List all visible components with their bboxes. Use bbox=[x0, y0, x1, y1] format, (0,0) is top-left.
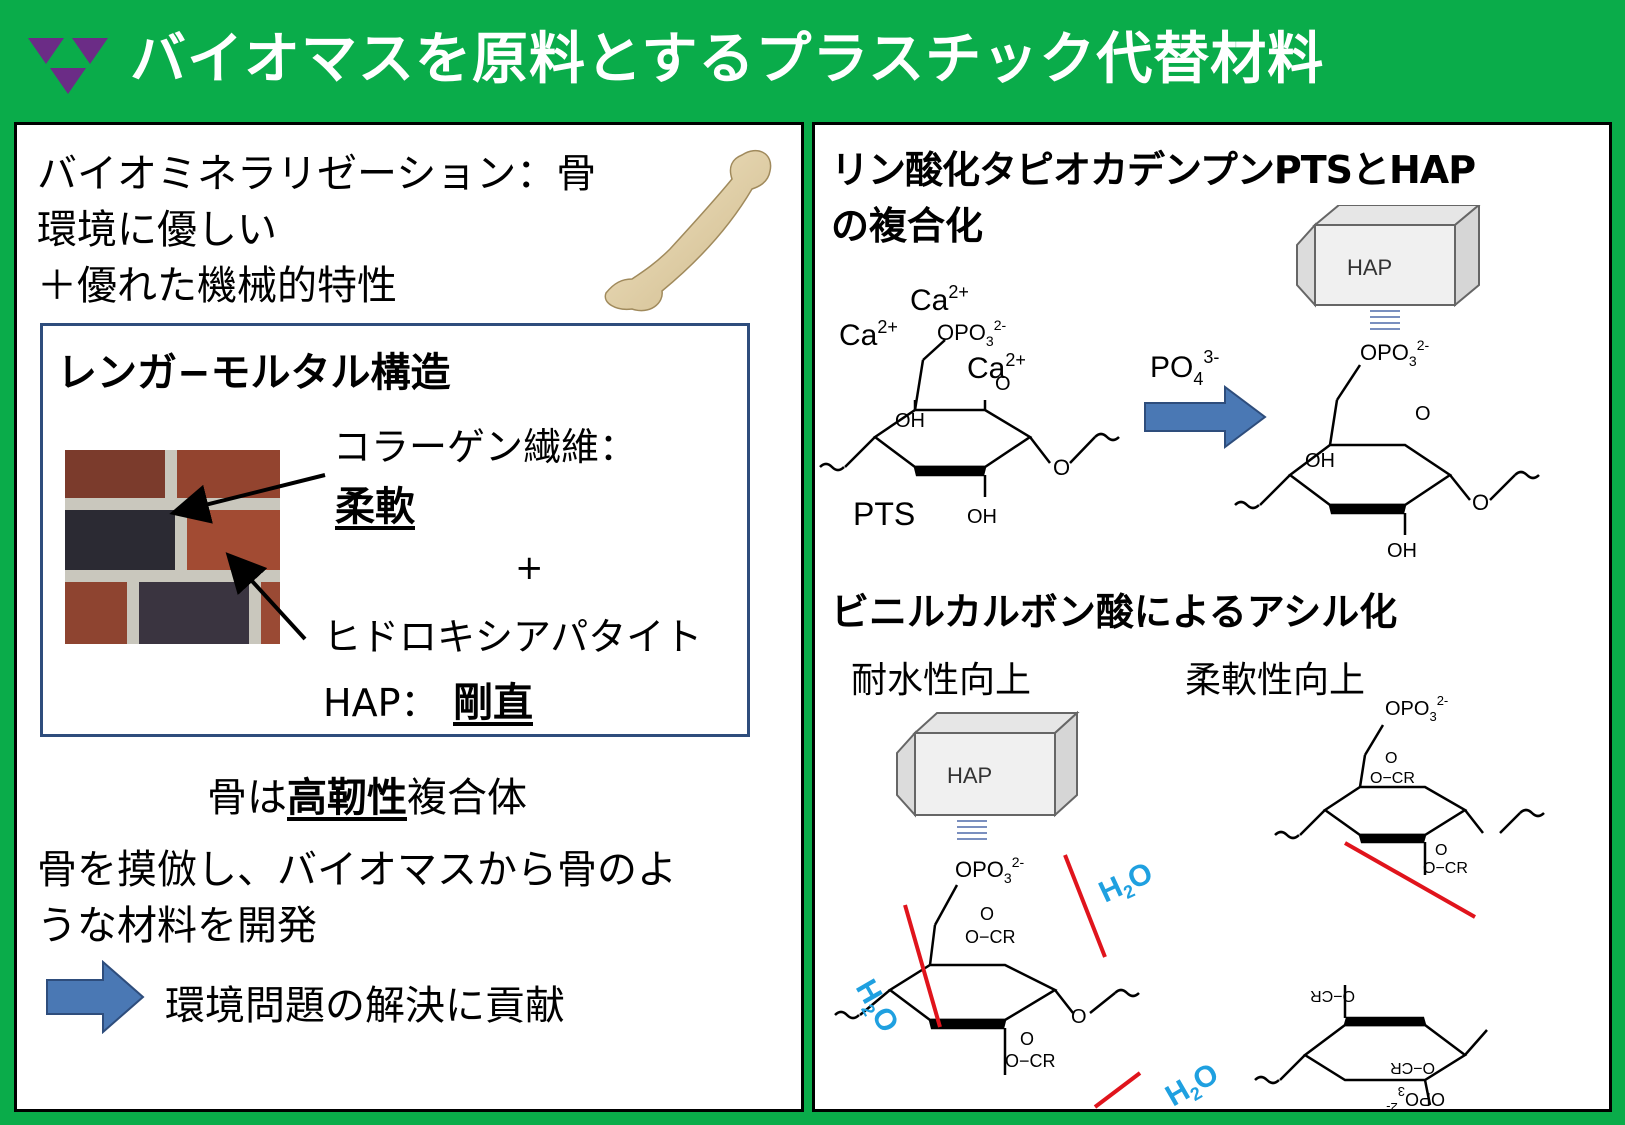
brick-photo bbox=[65, 450, 280, 644]
h2o-3: H2O bbox=[1160, 1057, 1226, 1115]
cr-1: O−CR bbox=[965, 927, 1016, 947]
co-2: O bbox=[1020, 1029, 1034, 1049]
oh-1b: OH bbox=[967, 506, 997, 528]
right-heading-1: リン酸化タピオカデンプンPTSとHAP bbox=[831, 148, 1476, 192]
po4-label: PO43- bbox=[1150, 347, 1219, 389]
left-panel: バイオミネラリゼーション：骨 環境に優しい ＋優れた機械的特性 レンガ−モルタル… bbox=[14, 122, 804, 1112]
oh-1a: OH bbox=[895, 410, 925, 432]
oh-2b: OH bbox=[1387, 540, 1417, 562]
arrow-right-icon bbox=[46, 960, 145, 1034]
pointer-arrows bbox=[169, 473, 326, 641]
glyco-o-3: O bbox=[1071, 1006, 1087, 1028]
ca-top: Ca2+ bbox=[910, 282, 969, 317]
co-1: O bbox=[980, 904, 994, 924]
ring-o-2: O bbox=[1415, 403, 1431, 425]
hap-label: HAP： bbox=[323, 681, 439, 725]
oh-2a: OH bbox=[1305, 450, 1335, 472]
intro-line-2: 環境に優しい bbox=[37, 207, 277, 253]
hap-property: 剛直 bbox=[453, 680, 533, 726]
cr-2: O−CR bbox=[1005, 1051, 1056, 1071]
co-4: O bbox=[1435, 842, 1447, 859]
co-3: O bbox=[1385, 750, 1397, 767]
cr-3: O−CR bbox=[1370, 770, 1415, 787]
page-title: バイオマスを原料とするプラスチック代替材料 bbox=[130, 27, 1325, 92]
cr-5: O−CR bbox=[1310, 987, 1355, 1004]
collagen-property: 柔軟 bbox=[335, 484, 415, 530]
result-text: 環境問題の解決に貢献 bbox=[165, 983, 565, 1029]
opo3-3: OPO32- bbox=[955, 854, 1024, 886]
hap-crystal-label-2: HAP bbox=[947, 763, 992, 788]
bone-composite: 骨は高靭性複合体 bbox=[207, 775, 527, 821]
flexibility-label: 柔軟性向上 bbox=[1185, 660, 1366, 701]
mimic-line-1: 骨を摸倣し、バイオマスから骨のよ bbox=[37, 847, 677, 893]
acylation-scheme: HAP OPO32- O−CR O O−CR O O bbox=[834, 695, 1545, 1115]
pts-hap-scheme: O O OH OH OPO32- Ca2+ Ca2+ Ca2+ PTS PO43… bbox=[819, 205, 1540, 562]
opo3-2: OPO32- bbox=[1360, 337, 1429, 369]
bone-image bbox=[604, 150, 772, 312]
ring-o-1: O bbox=[995, 373, 1011, 395]
h2o-2: H2O bbox=[846, 974, 905, 1040]
opo3-4: OPO32- bbox=[1385, 695, 1448, 724]
right-heading-2: の複合化 bbox=[831, 204, 984, 248]
collagen-label: コラーゲン繊維： bbox=[333, 425, 638, 469]
ca-left: Ca2+ bbox=[839, 317, 898, 352]
cr-4: O−CR bbox=[1423, 860, 1468, 877]
brick-heading: レンガ−モルタル構造 bbox=[57, 350, 451, 396]
hap-name: ヒドロキシアパタイト bbox=[323, 615, 703, 659]
pts-label: PTS bbox=[853, 496, 915, 532]
acyl-heading: ビニルカルボン酸によるアシル化 bbox=[831, 590, 1398, 634]
opo3-1: OPO32- bbox=[937, 317, 1006, 349]
plus-sign: + bbox=[515, 548, 544, 588]
mimic-line-2: うな材料を開発 bbox=[37, 903, 317, 949]
h2o-1: H2O bbox=[1094, 856, 1159, 912]
reaction-arrow bbox=[1144, 385, 1267, 449]
intro-line-3: ＋優れた機械的特性 bbox=[37, 263, 397, 309]
glyco-o-1: O bbox=[1053, 455, 1070, 480]
intro-line-1: バイオミネラリゼーション：骨 bbox=[37, 151, 597, 197]
right-panel: リン酸化タピオカデンプンPTSとHAP の複合化 O O OH OH OPO32… bbox=[812, 122, 1612, 1115]
ca-right: Ca2+ bbox=[967, 350, 1026, 385]
glyco-o-2: O bbox=[1472, 490, 1489, 515]
brick-mortar-box: レンガ−モルタル構造 コラーゲン繊維： 柔軟 + ヒドロキシアパタイト HAP：… bbox=[40, 323, 750, 737]
hap-crystal-label: HAP bbox=[1347, 255, 1392, 280]
logo-icon bbox=[28, 38, 108, 94]
water-resistance-label: 耐水性向上 bbox=[851, 660, 1032, 701]
cr-6: O−CR bbox=[1390, 1059, 1435, 1076]
